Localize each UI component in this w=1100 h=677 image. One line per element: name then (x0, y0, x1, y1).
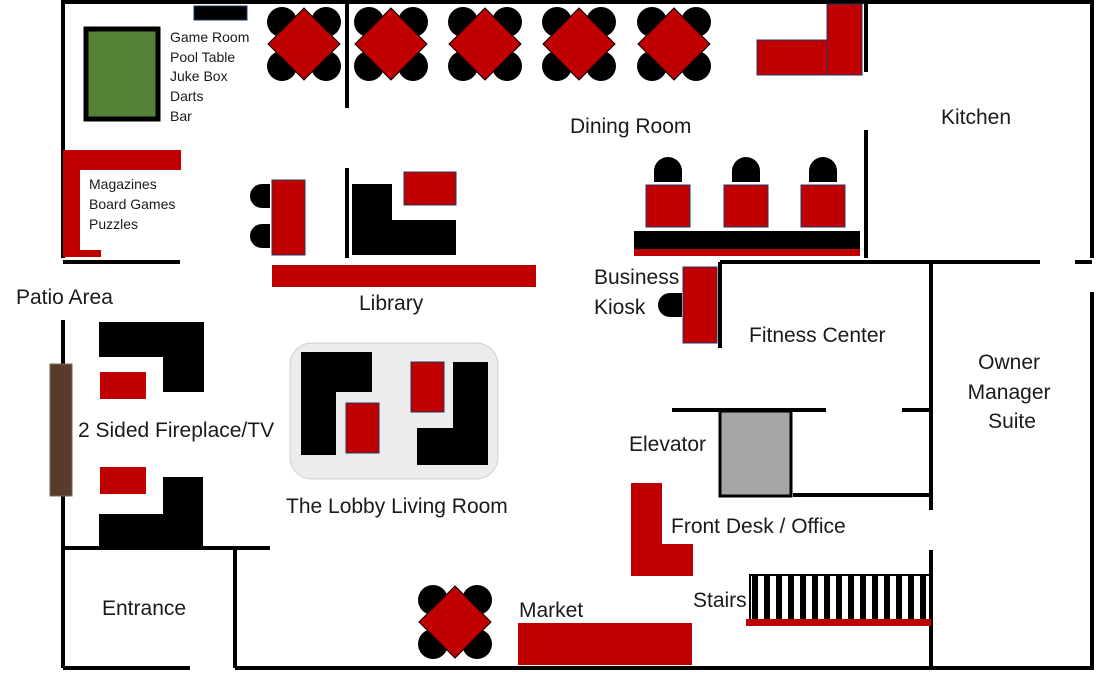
stairs-label: Stairs (693, 589, 747, 612)
booth-chair (809, 157, 837, 182)
magazines-list: Magazines Board Games Puzzles (89, 176, 179, 232)
fireplace-table-top (100, 372, 146, 399)
library-bookshelf (272, 265, 536, 287)
lobby-table-right (410, 361, 445, 413)
dining-table-icon (448, 7, 522, 81)
stair-step (788, 576, 794, 619)
library-table (403, 171, 457, 206)
dining-table-icon (542, 7, 616, 81)
stair-step (764, 576, 770, 619)
dining-table-2 (354, 7, 428, 81)
dining-tables (267, 7, 711, 81)
market-label: Market (519, 599, 583, 622)
entrance-label: Entrance (102, 597, 186, 620)
dining-table-4 (542, 7, 616, 81)
booth-table-1 (645, 184, 691, 228)
lobby-couch-left (301, 352, 372, 455)
lobby-couch-right (417, 362, 488, 465)
fireplace-icon (49, 363, 73, 497)
fireplace-table-bottom (100, 467, 146, 494)
library-couch (352, 184, 456, 255)
stair-step (920, 576, 926, 619)
pool-table (83, 26, 161, 122)
market-counter (518, 623, 692, 665)
stair-step (860, 576, 866, 619)
stair-step (848, 576, 854, 619)
outer-wall-right (235, 292, 1094, 670)
dining-table-3 (448, 7, 522, 81)
stair-step (836, 576, 842, 619)
elevator-icon (718, 409, 793, 498)
library-label: Library (359, 292, 424, 315)
fireplace-couch-top (99, 322, 204, 392)
lobby-living-room-label: The Lobby Living Room (286, 495, 508, 518)
stairs-icon (746, 574, 931, 626)
kiosk-chair (658, 293, 682, 317)
stair-step (896, 576, 902, 619)
booths (645, 157, 846, 228)
stair-step (812, 576, 818, 619)
stair-step (824, 576, 830, 619)
dining-table-icon (637, 7, 711, 81)
front-desk-office-label: Front Desk / Office (671, 515, 846, 538)
fireplace-tv-label: 2 Sided Fireplace/TV (78, 419, 274, 442)
elevator-label: Elevator (629, 433, 706, 456)
library-desk (271, 179, 306, 256)
stairs-rail (746, 619, 931, 626)
lobby-table-left (345, 402, 380, 454)
kitchen-label: Kitchen (941, 106, 1011, 129)
booth-table-2 (723, 184, 769, 228)
dining-table-icon (267, 7, 341, 81)
game-room-bar (193, 5, 248, 21)
game-room-list: Game Room Pool Table Juke Box Darts Bar (170, 29, 253, 124)
outer-wall (61, 0, 1094, 258)
library-chair-top (250, 184, 270, 208)
dining-table-icon (418, 585, 492, 659)
market-dining-table (418, 585, 492, 659)
stair-step (752, 576, 758, 619)
stair-step (800, 576, 806, 619)
magazine-shelf-inner (80, 170, 102, 250)
dining-table-1 (267, 7, 341, 81)
booth-chair (732, 157, 760, 182)
front-desk (631, 483, 693, 576)
kitchen-counter-side (826, 3, 863, 76)
owner-manager-suite-label: Owner Manager Suite (968, 351, 1057, 433)
booth-table-3 (800, 184, 846, 228)
stair-step (776, 576, 782, 619)
fireplace-couch-bottom (99, 477, 203, 548)
booth-bench (634, 231, 860, 251)
stair-step (908, 576, 914, 619)
library-chair-bottom (250, 224, 270, 248)
stair-step (872, 576, 878, 619)
booth-chair (654, 157, 682, 182)
stair-step (884, 576, 890, 619)
dining-table-icon (354, 7, 428, 81)
kiosk-desk (682, 266, 718, 344)
market-table (418, 585, 492, 659)
dining-table-5 (637, 7, 711, 81)
business-kiosk-label: Business Kiosk (594, 266, 685, 319)
fitness-center-label: Fitness Center (749, 324, 886, 347)
dining-room-label: Dining Room (570, 115, 691, 138)
walls (61, 0, 1094, 670)
patio-area-label: Patio Area (16, 286, 113, 309)
booth-bench-trim (634, 249, 860, 256)
